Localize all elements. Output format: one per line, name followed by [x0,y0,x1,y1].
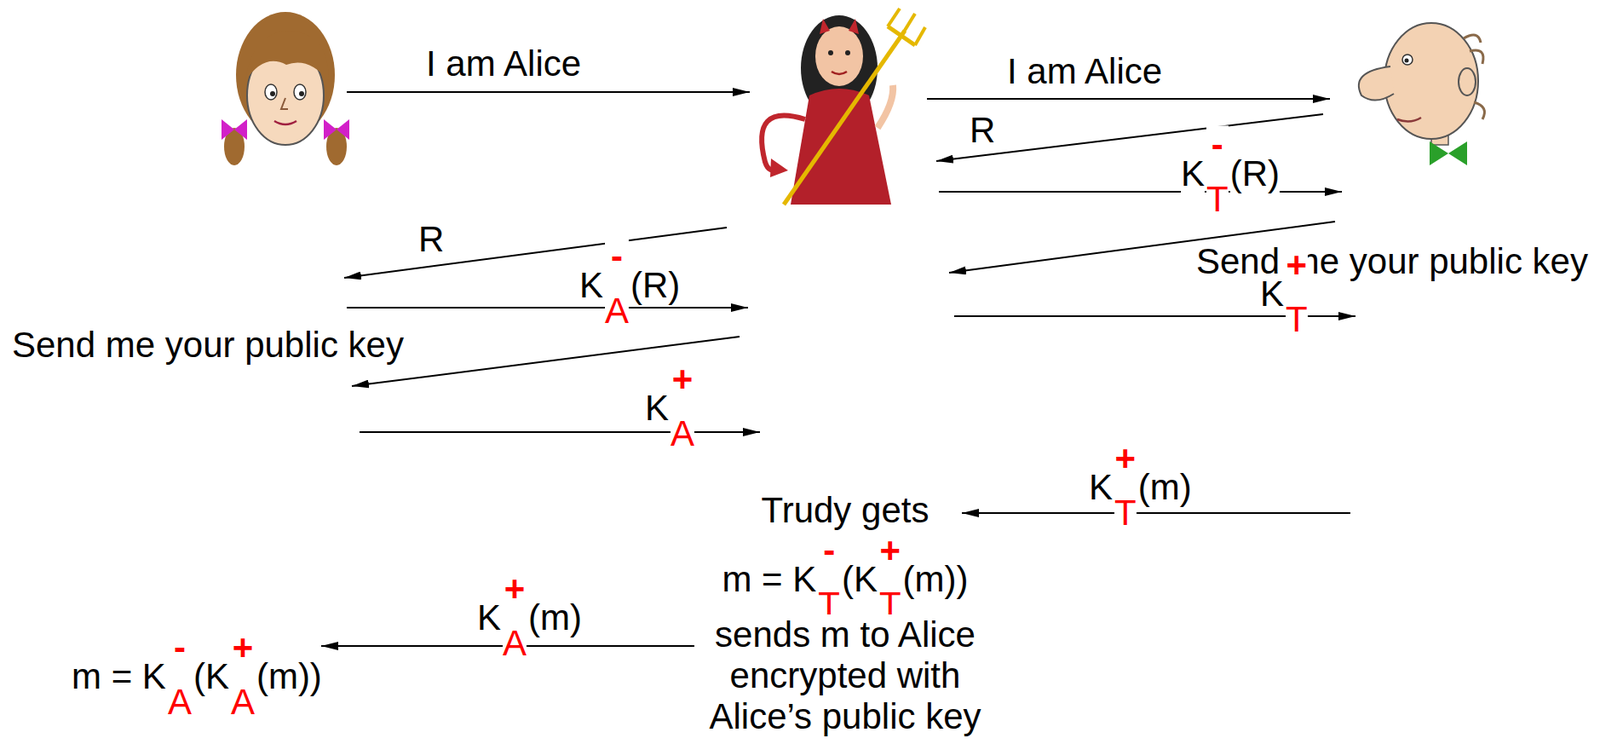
message-arrow [359,431,760,433]
message-label: R [969,109,996,150]
label-group: Alice’s public key [708,696,981,737]
key-superscript-subscript: +T [879,559,902,599]
message-label: - [817,530,841,570]
label-group: K-A(R) [579,265,680,306]
label-group: Send me your public key [11,325,404,365]
message-label: I am Alice [425,43,582,84]
message-label: Send me your public key [1196,241,1589,282]
label-group: sends m to Alice [714,615,976,655]
message-label: - [604,236,629,277]
label-group: m = K-A(K+A(m)) [71,656,323,697]
message-label: A [502,623,527,663]
key-superscript-subscript: +A [502,598,527,638]
message-label: Send me your public key [11,324,404,365]
label-group: Send me your public key [1196,241,1589,282]
label-group: K+T [1260,274,1310,314]
message-label: T [1114,493,1137,533]
label-group: Trudy gets [761,490,930,530]
message-label: A [230,682,255,722]
message-label: T [1285,299,1308,340]
message-label: A [604,291,629,331]
key-superscript-subscript: -T [817,559,841,599]
message-arrow [346,91,750,93]
label-group: R [418,219,444,259]
label-group: K-T(R) [1180,154,1280,194]
message-label: (R) [1230,153,1280,194]
message-label: m = K [721,558,817,599]
label-group: R [969,110,996,150]
message-label: (R) [630,264,680,306]
label-group: I am Alice [425,44,582,84]
trudy-figure [761,8,926,205]
message-label: I am Alice [1007,51,1163,92]
message-label: K [579,264,604,306]
message-label: T [1206,179,1229,219]
message-label: K [1260,273,1284,314]
message-arrows [321,92,1356,646]
key-superscript-subscript: -A [604,265,629,306]
message-label: + [1114,438,1137,478]
key-superscript-subscript: +A [670,388,695,428]
message-label: - [167,627,192,668]
label-group: m = K-T(K+T(m)) [721,559,968,599]
message-label: K [477,597,501,638]
key-superscript-subscript: +T [1114,467,1137,507]
message-label: Alice’s public key [708,696,981,737]
message-label: m = K [71,656,167,697]
message-label: (K [841,558,878,599]
message-label: K [1088,466,1113,507]
message-label: + [502,569,527,609]
message-label: + [1285,245,1308,285]
message-label: + [230,627,255,668]
label-group: K+A(m) [477,598,582,638]
alice-figure [221,11,350,166]
message-label: (m)) [903,558,969,599]
message-arrow [961,512,1351,514]
message-label: (m) [1138,466,1192,507]
label-group: encrypted with [730,656,962,696]
message-label: Trudy gets [761,489,930,530]
label-group: K+A [644,388,697,428]
message-label: (K [193,656,230,697]
message-label: R [418,218,444,259]
key-superscript-subscript: +A [230,656,255,697]
message-label: A [167,682,192,722]
message-label: + [879,530,902,570]
message-label: - [1206,125,1229,165]
message-label: (m) [528,597,582,638]
key-superscript-subscript: -T [1206,154,1229,194]
key-superscript-subscript: +T [1285,274,1308,314]
message-label: sends m to Alice [714,614,976,655]
bob-figure [1358,23,1485,166]
message-arrow [346,306,749,309]
message-arrow [926,97,1330,100]
key-superscript-subscript: -A [167,656,192,697]
message-label: K [644,387,669,428]
message-label: K [1180,153,1205,194]
message-label: A [670,414,695,454]
message-label: (m)) [256,656,323,697]
message-label: + [670,359,695,399]
label-group: K+T(m) [1088,467,1192,507]
message-arrow [938,190,1342,193]
message-label: encrypted with [730,655,962,696]
label-group: I am Alice [1007,51,1163,92]
